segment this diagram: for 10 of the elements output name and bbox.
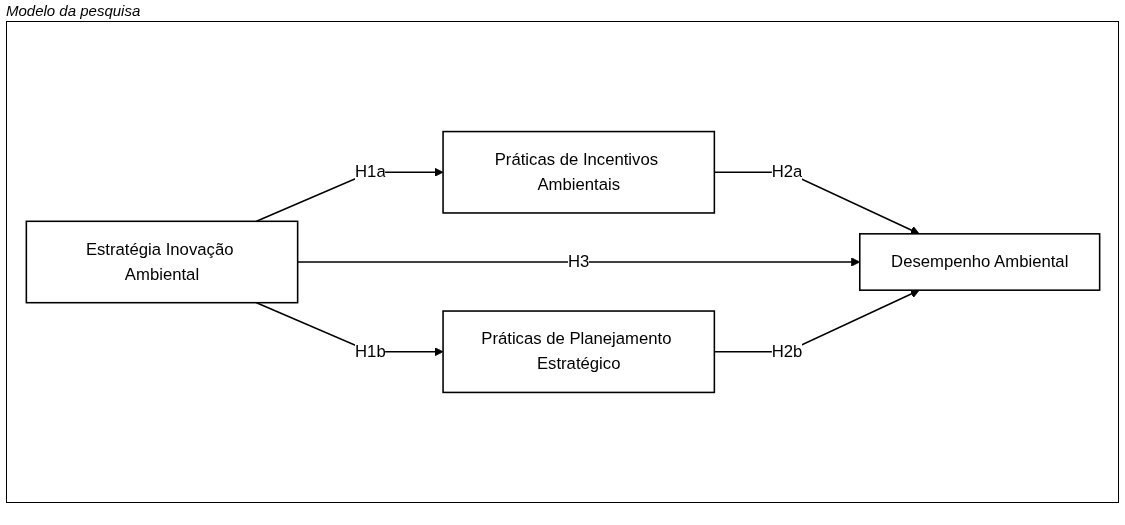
node-box: Estratégia Inovação Ambiental [25, 220, 298, 304]
edge-label: H3 [567, 252, 589, 271]
edge-label: H2b [771, 342, 802, 361]
figure-title: Modelo da pesquisa [5, 1, 142, 21]
node-box: Práticas de Planejamento Estratégico [441, 310, 715, 394]
edge-label: H1b [354, 342, 386, 361]
edge-label: H1a [354, 162, 386, 181]
node-box: Desempenho Ambiental [858, 233, 1100, 291]
node-box: Práticas de Incentivos Ambientais [441, 130, 715, 214]
edge-label: H2a [771, 162, 802, 181]
